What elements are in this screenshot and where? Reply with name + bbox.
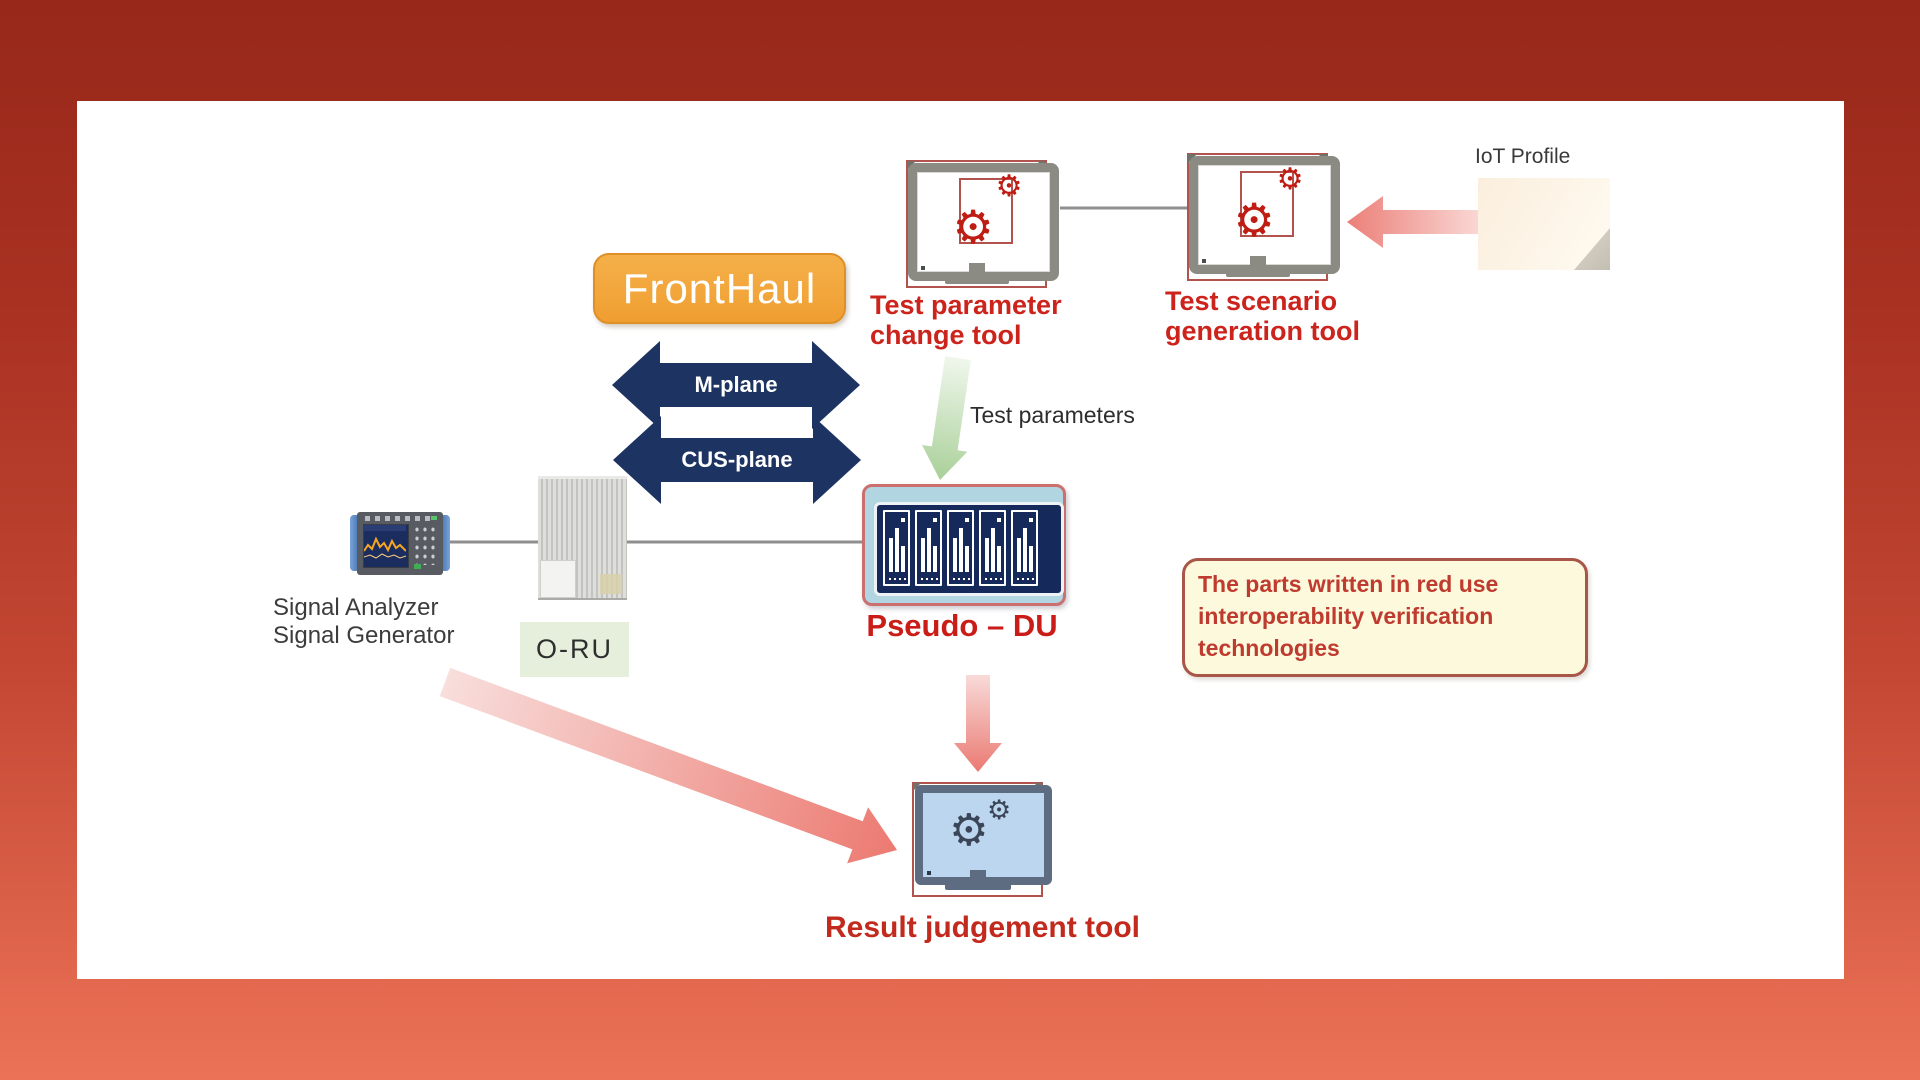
server-rack-panel <box>1011 510 1038 586</box>
cus-plane-label: CUS-plane <box>681 447 793 472</box>
note-box: The parts written in red use interoperab… <box>1182 558 1588 677</box>
test-parameters-flow-label: Test parameters <box>970 402 1135 428</box>
label-line: generation tool <box>1165 316 1360 346</box>
m-plane-double-arrow <box>612 341 860 429</box>
iot-profile-label: IoT Profile <box>1475 145 1571 168</box>
o-ru-label: O-RU <box>536 634 613 664</box>
note-line: interoperability verification <box>1198 603 1494 629</box>
o-ru-device-panel <box>540 560 576 598</box>
label-line: Test parameter <box>870 290 1062 320</box>
device-keypad <box>413 525 439 565</box>
result-judgement-tool: ⚙ ⚙ <box>912 782 1052 897</box>
connector-layer <box>439 196 1497 864</box>
note-line: technologies <box>1198 635 1340 661</box>
label-line: Signal Generator <box>273 622 455 649</box>
server-rack-panel <box>947 510 974 586</box>
monitor-stand <box>968 263 985 275</box>
gear-icon: ⚙ <box>949 805 989 856</box>
device-body <box>357 512 443 575</box>
diagram-canvas: FrontHaul M-plane CUS-plane ⚙ ⚙ ⚙ ⚙ <box>77 101 1844 979</box>
device-handle <box>440 515 450 571</box>
spectrum-screen <box>363 524 409 568</box>
label-line: Signal Analyzer <box>273 594 439 621</box>
test-parameters-arrow <box>922 356 971 480</box>
test-scenario-tool-label: Test scenario generation tool <box>1165 286 1360 346</box>
monitor-icon: ⚙ ⚙ <box>908 163 1059 281</box>
monitor-base <box>1225 267 1290 277</box>
m-plane-label: M-plane <box>694 372 778 397</box>
pseudo-du-label: Pseudo – DU <box>866 608 1058 643</box>
gear-icon: ⚙ <box>995 169 1023 204</box>
gear-icon: ⚙ <box>1276 162 1304 197</box>
gear-icon: ⚙ <box>952 200 994 254</box>
o-ru-device-image <box>538 476 627 600</box>
test-parameter-tool-label: Test parameter change tool <box>870 290 1062 350</box>
device-handle <box>350 515 360 571</box>
device-led <box>431 516 437 520</box>
document-icon: ⚙ ⚙ <box>953 172 1023 251</box>
test-scenario-generation-tool: ⚙ ⚙ <box>1187 153 1340 281</box>
spectrum-trace <box>363 525 407 559</box>
result-judgement-tool-label: Result judgement tool <box>825 911 1140 944</box>
server-rack-icon <box>874 502 1064 596</box>
monitor-stand <box>969 870 986 881</box>
cus-plane-double-arrow <box>613 416 861 504</box>
label-line: Test scenario <box>1165 286 1338 316</box>
signal-analyzer-label: Signal Analyzer Signal Generator <box>273 594 454 650</box>
signal-to-result-arrow <box>439 667 897 864</box>
iot-profile-arrow <box>1347 196 1497 248</box>
gear-icon: ⚙ <box>987 795 1012 826</box>
server-rack-panel <box>883 510 910 586</box>
label-line: change tool <box>870 320 1022 350</box>
gear-icon: ⚙ <box>1233 193 1275 247</box>
monitor-base <box>944 880 1011 890</box>
monitor-stand <box>1249 256 1266 268</box>
pseudo-du-to-result-arrow <box>954 675 1002 772</box>
test-parameter-change-tool: ⚙ ⚙ <box>906 160 1059 288</box>
fronthaul-label: FrontHaul <box>622 264 817 312</box>
fronthaul-badge: FrontHaul <box>593 253 846 324</box>
monitor-icon: ⚙ ⚙ <box>1189 156 1340 274</box>
o-ru-label-box: O-RU <box>520 622 629 677</box>
o-ru-device-detail <box>600 574 622 594</box>
document-icon: ⚙ ⚙ <box>1234 165 1304 244</box>
pseudo-du-box <box>862 484 1066 606</box>
note-line: The parts written in red use <box>1198 571 1499 597</box>
server-rack-panel <box>979 510 1006 586</box>
server-rack-panel <box>915 510 942 586</box>
device-button-row <box>365 516 435 521</box>
signal-analyzer-device-image <box>350 510 450 577</box>
device-green-button <box>414 564 421 569</box>
monitor-base <box>944 274 1009 284</box>
